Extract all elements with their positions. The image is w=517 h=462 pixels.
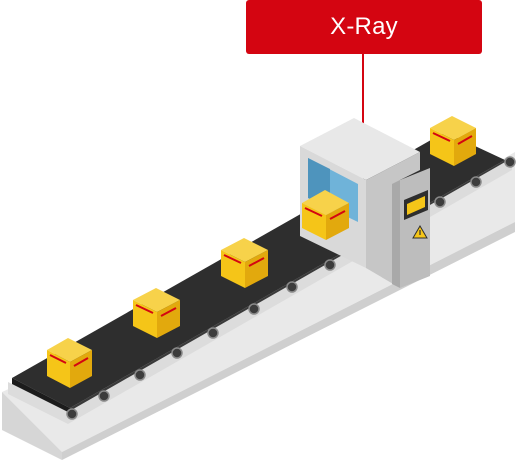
parcel-2 [133, 288, 180, 338]
conveyor-frame-side [2, 392, 62, 460]
parcel-4 [302, 190, 349, 240]
xray-pillar [400, 168, 430, 288]
roller-icon [171, 347, 183, 359]
roller-icon [66, 408, 78, 420]
rollers [66, 156, 516, 420]
roller-icon [504, 156, 516, 168]
xray-pillar-front [392, 180, 400, 288]
roller-icon [324, 259, 336, 271]
parcel-1 [47, 338, 92, 388]
roller-icon [134, 369, 146, 381]
warning-icon [412, 225, 428, 239]
roller-icon [470, 176, 482, 188]
roller-icon [248, 303, 260, 315]
roller-icon [286, 281, 298, 293]
parcel-3 [221, 238, 268, 288]
xray-label: X-Ray [246, 0, 482, 54]
roller-icon [207, 327, 219, 339]
roller-icon [434, 196, 446, 208]
parcel-5 [430, 116, 476, 166]
xray-top [300, 118, 420, 180]
control-panel-screen [407, 196, 425, 215]
xray-label-text: X-Ray [330, 13, 398, 40]
roller-icon [98, 390, 110, 402]
